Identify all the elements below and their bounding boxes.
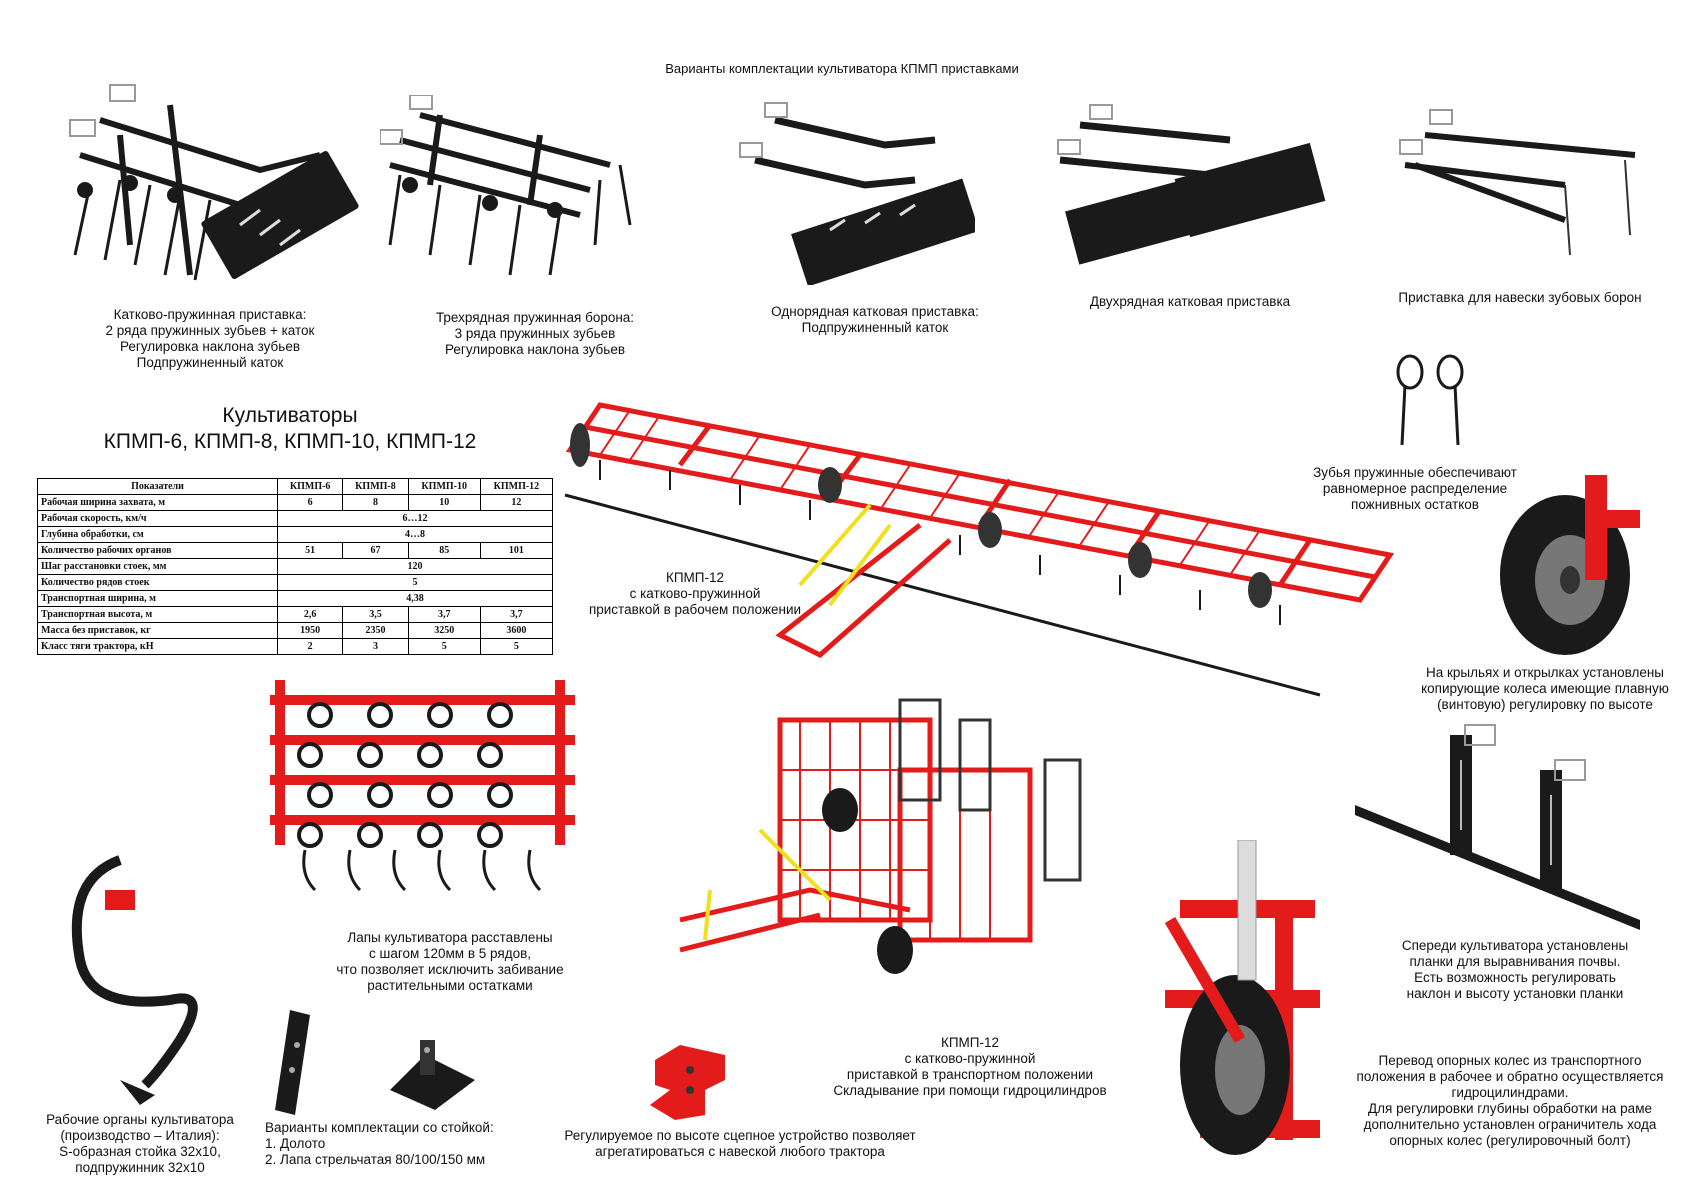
spec-header-kpmp8: КПМП-8 [342, 478, 409, 495]
table-cell-label: Класс тяги трактора, кН [37, 638, 278, 655]
table-cell-merged: 4…8 [277, 526, 553, 543]
table-cell-merged: 5 [277, 574, 553, 591]
support-wheel-hydraulic-illustration [1164, 840, 1320, 1155]
attachment-caption-roller-spring: Катково-пружинная приставка:2 ряда пружи… [105, 307, 315, 370]
table-cell: 6 [276, 494, 344, 511]
table-cell-label: Глубина обработки, см [37, 526, 278, 543]
table-cell: 1950 [276, 622, 344, 639]
table-row: Класс тяги трактора, кН 2 3 5 5 [37, 638, 554, 655]
roller-spring-attachment-illustration [69, 84, 359, 281]
table-row: Глубина обработки, см 4…8 [37, 526, 553, 543]
table-cell: 3,7 [479, 606, 554, 623]
table-cell-merged: 4,38 [277, 590, 553, 607]
attachment-caption-single-roller: Однорядная катковая приставка:Подпружине… [771, 304, 979, 335]
table-row: Количество рабочих органов 51 67 85 101 [37, 542, 554, 559]
table-cell-label: Транспортная высота, м [37, 606, 278, 623]
spec-table: Показатели КПМП-6 КПМП-8 КПМП-10 КПМП-12… [37, 478, 554, 655]
table-cell-merged: 120 [277, 558, 553, 575]
caption-hitch: Регулируемое по высоте сцепное устройств… [564, 1128, 916, 1159]
cultivator-paws-grid-illustration [270, 680, 575, 892]
single-row-roller-attachment-illustration [739, 102, 975, 285]
table-row: Транспортная ширина, м 4,38 [37, 590, 553, 607]
table-cell: 10 [407, 494, 481, 511]
table-cell: 67 [342, 542, 409, 559]
spring-tooth-illustration [1396, 354, 1464, 446]
table-cell: 2,6 [276, 606, 344, 623]
table-cell-label: Транспортная ширина, м [37, 590, 278, 607]
spec-header-kpmp12: КПМП-12 [479, 478, 554, 495]
adjustable-hitch-illustration [650, 1045, 725, 1120]
spec-header-kpmp10: КПМП-10 [407, 478, 481, 495]
table-cell: 5 [479, 638, 554, 655]
stand-option-item: 2. Лапа стрельчатая 80/100/150 мм [265, 1152, 486, 1167]
table-row: Рабочая скорость, км/ч 6…12 [37, 510, 553, 527]
main-title: Культиваторы КПМП-6, КПМП-8, КПМП-10, КП… [103, 404, 477, 453]
cultivator-working-position-illustration [564, 402, 1395, 697]
tooth-harrow-hitch-illustration [1399, 109, 1636, 256]
table-cell: 3,5 [342, 606, 409, 623]
table-cell-merged: 6…12 [277, 510, 553, 527]
table-row: Транспортная высота, м 2,6 3,5 3,7 3,7 [37, 606, 554, 623]
double-row-roller-attachment-illustration [1057, 104, 1326, 265]
arrow-sweep-illustration [390, 1040, 475, 1110]
table-cell: 85 [407, 542, 481, 559]
table-cell-label: Рабочая скорость, км/ч [37, 510, 278, 527]
table-row: Количество рядов стоек 5 [37, 574, 553, 591]
table-cell-label: Количество рабочих органов [37, 542, 278, 559]
three-row-spring-harrow-illustration [380, 95, 632, 276]
cultivator-transport-position-illustration [679, 698, 1082, 974]
leveling-bars-illustration [1355, 724, 1640, 930]
spec-header-label: Показатели [37, 478, 278, 495]
table-row: Рабочая ширина захвата, м 6 8 10 12 [37, 494, 554, 511]
table-row: Шаг расстановки стоек, мм 120 [37, 558, 553, 575]
table-cell: 5 [407, 638, 481, 655]
table-cell-label: Количество рядов стоек [37, 574, 278, 591]
table-cell: 3250 [407, 622, 481, 639]
table-cell: 8 [342, 494, 409, 511]
table-cell: 101 [479, 542, 554, 559]
chisel-illustration [275, 1010, 310, 1115]
table-cell: 51 [276, 542, 344, 559]
attachment-caption-double-roller: Двухрядная катковая приставка [1089, 294, 1291, 309]
stand-options: Варианты комплектации со стойкой: 1. Дол… [265, 1120, 494, 1168]
stand-options-title: Варианты комплектации со стойкой: [265, 1120, 494, 1135]
table-cell: 2 [276, 638, 344, 655]
table-cell: 3600 [479, 622, 554, 639]
spec-table-header-row: Показатели КПМП-6 КПМП-8 КПМП-10 КПМП-12 [37, 478, 554, 495]
spec-header-kpmp6: КПМП-6 [276, 478, 344, 495]
table-cell: 12 [479, 494, 554, 511]
stand-option-item: 1. Долото [265, 1136, 326, 1151]
s-shank-working-organ-illustration [71, 855, 198, 1105]
table-cell: 3,7 [407, 606, 481, 623]
page-header: Варианты комплектации культиватора КПМП … [665, 61, 1019, 76]
table-row: Масса без приставок, кг 1950 2350 3250 3… [37, 622, 554, 639]
table-cell: 2350 [342, 622, 409, 639]
table-cell: 3 [342, 638, 409, 655]
table-cell-label: Шаг расстановки стоек, мм [37, 558, 278, 575]
attachment-caption-three-row-harrow: Трехрядная пружинная борона:3 ряда пружи… [435, 310, 635, 357]
attachment-caption-tooth-harrow: Приставка для навески зубовых борон [1398, 290, 1642, 305]
caption-working-organs: Рабочие органы культиватора(производство… [46, 1112, 234, 1175]
table-cell-label: Масса без приставок, кг [37, 622, 278, 639]
copying-wheel-illustration [1500, 475, 1640, 655]
table-cell-label: Рабочая ширина захвата, м [37, 494, 278, 511]
